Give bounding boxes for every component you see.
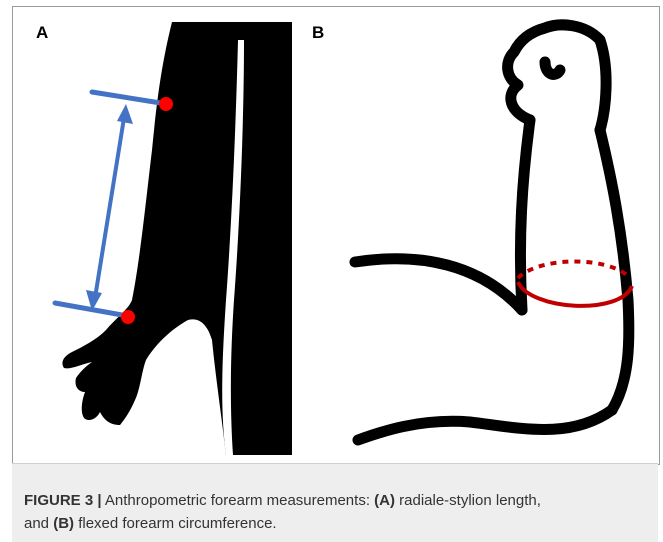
caption-text-2: radiale-stylion length, bbox=[395, 492, 541, 509]
figure-number: FIGURE 3 | bbox=[24, 492, 102, 509]
caption-text-4: flexed forearm circumference. bbox=[74, 515, 277, 532]
circumference-band bbox=[518, 262, 632, 306]
caption-text-1: Anthropometric forearm measurements: bbox=[102, 492, 375, 509]
upper-bar bbox=[92, 92, 167, 104]
upper-arm-top-outline bbox=[355, 259, 522, 310]
elbow-bottom-outline bbox=[358, 410, 612, 440]
measurement-arrow-shaft bbox=[95, 118, 124, 298]
forearm-left-outline bbox=[520, 120, 530, 310]
arrow-head-top-icon bbox=[117, 104, 133, 124]
caption-panel-a-ref: (A) bbox=[374, 492, 395, 509]
circumference-front-solid bbox=[518, 282, 632, 306]
panel-b-label: B bbox=[312, 23, 324, 43]
figure-caption: FIGURE 3 | Anthropometric forearm measur… bbox=[24, 489, 656, 535]
circumference-back-dotted bbox=[518, 262, 630, 279]
stylion-landmark-dot bbox=[121, 310, 135, 324]
panel-a-label: A bbox=[36, 23, 48, 43]
thumb-outline bbox=[545, 62, 560, 74]
caption-panel-b-ref: (B) bbox=[53, 515, 74, 532]
radiale-landmark-dot bbox=[159, 97, 173, 111]
panel-a-arm-illustration bbox=[55, 22, 292, 455]
panel-b-arm-illustration bbox=[355, 25, 629, 440]
caption-text-3: and bbox=[24, 515, 53, 532]
arm-silhouette bbox=[62, 22, 292, 455]
